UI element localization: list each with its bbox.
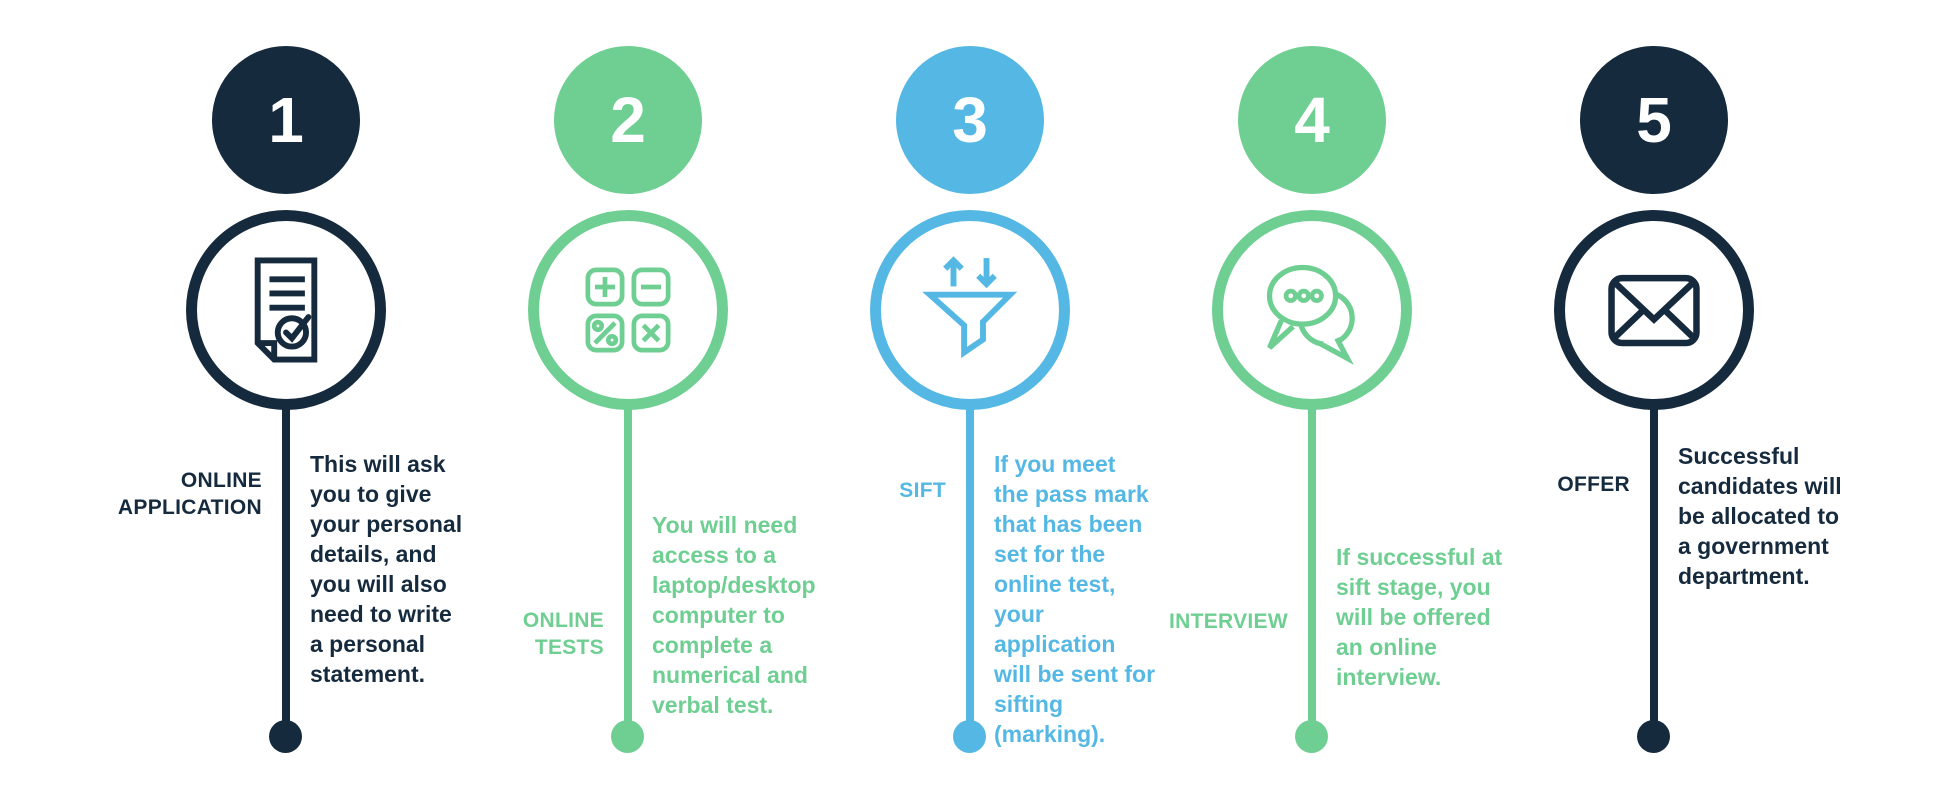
step-5-offer: 5 OFFER Successful candidates will be al… [1482, 0, 1842, 800]
step-description: You will need access to a laptop/desktop… [652, 512, 816, 718]
step-1-online-application: 1 ONLINE APPLICATION This will ask you t… [114, 0, 462, 800]
step-label: ONLINE TESTS [522, 609, 604, 659]
envelope-icon [1608, 274, 1700, 347]
funnel-sort-icon [922, 256, 1018, 359]
step-icon-circle [186, 210, 386, 410]
step-label: SIFT [899, 479, 946, 502]
step-label: OFFER [1557, 473, 1630, 496]
step-icon-circle [1212, 210, 1412, 410]
chat-bubbles-icon [1266, 264, 1355, 365]
timeline-stem [282, 409, 290, 722]
step-label: ONLINE APPLICATION [117, 469, 262, 519]
timeline-stem [966, 409, 974, 722]
timeline-end-dot [611, 720, 644, 753]
step-icon-circle [1554, 210, 1754, 410]
timeline-stem [624, 409, 632, 722]
step-description: Successful candidates will be allocated … [1678, 443, 1842, 589]
timeline-end-dot [1637, 720, 1670, 753]
step-number-badge: 2 [554, 46, 702, 194]
step-4-interview: 4 INTERVIEW If successful at sift stage,… [1140, 0, 1502, 800]
timeline-end-dot [953, 720, 986, 753]
step-number-badge: 3 [896, 46, 1044, 194]
step-icon-circle [528, 210, 728, 410]
step-description: This will ask you to give your personal … [310, 451, 463, 687]
step-number-badge: 5 [1580, 46, 1728, 194]
step-number: 4 [1294, 84, 1330, 156]
document-check-icon [254, 257, 318, 363]
math-operations-icon [585, 267, 671, 353]
timeline-stem [1308, 409, 1316, 722]
timeline-stem [1650, 409, 1658, 722]
step-2-online-tests: 2 ONLINE TESTS You will need access to a… [456, 0, 816, 800]
timeline-end-dot [269, 720, 302, 753]
step-number: 2 [610, 84, 646, 156]
step-description: If you meet the pass mark that has been … [994, 451, 1156, 747]
step-icon-circle [870, 210, 1070, 410]
step-number-badge: 4 [1238, 46, 1386, 194]
step-number: 5 [1636, 84, 1672, 156]
step-number: 3 [952, 84, 988, 156]
step-description: If successful at sift stage, you will be… [1336, 544, 1503, 690]
step-label: INTERVIEW [1169, 610, 1288, 633]
step-3-sift: 3 SIFT If you meet the pass mark that ha… [798, 0, 1155, 800]
step-number-badge: 1 [212, 46, 360, 194]
timeline-end-dot [1295, 720, 1328, 753]
step-number: 1 [268, 84, 304, 156]
